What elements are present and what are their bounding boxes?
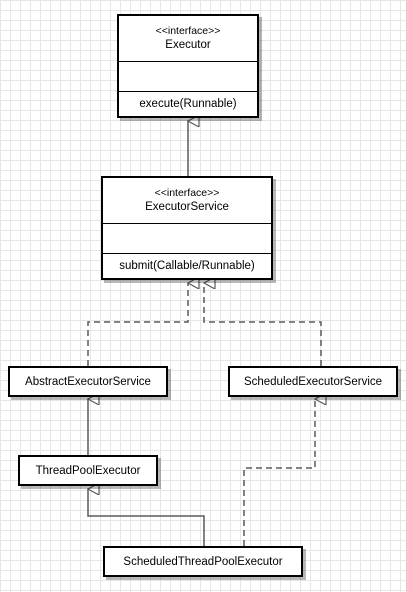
scheduledthreadpoolexecutor-name: ScheduledThreadPoolExecutor — [123, 555, 283, 568]
scheduledthreadpoolexecutor-box: ScheduledThreadPoolExecutor — [103, 546, 303, 577]
edge-abstract-to-executorservice — [87, 283, 188, 366]
executorservice-name: ExecutorService — [145, 201, 229, 213]
executor-interface-box: <<interface>> Executor execute(Runnable) — [117, 14, 259, 118]
executorservice-header: <<interface>> ExecutorService — [103, 178, 271, 224]
executor-attributes — [119, 62, 257, 92]
executor-method: execute(Runnable) — [139, 98, 237, 110]
scheduledexecutorservice-name: ScheduledExecutorService — [243, 375, 383, 388]
executor-name: Executor — [165, 39, 211, 51]
executor-header: <<interface>> Executor — [119, 16, 257, 62]
edge-scheduled-to-executorservice — [204, 283, 322, 366]
executor-stereotype: <<interface>> — [155, 25, 221, 37]
threadpoolexecutor-name: ThreadPoolExecutor — [35, 464, 141, 477]
executorservice-interface-box: <<interface>> ExecutorService submit(Cal… — [101, 176, 273, 280]
scheduledexecutorservice-box: ScheduledExecutorService — [228, 366, 398, 397]
edge-scheduledthreadpool-to-scheduled — [243, 399, 315, 546]
executorservice-attributes — [103, 224, 271, 254]
edge-scheduledthreadpool-to-threadpool — [88, 489, 205, 546]
abstractexecutorservice-name: AbstractExecutorService — [25, 375, 151, 388]
threadpoolexecutor-box: ThreadPoolExecutor — [18, 455, 158, 486]
executorservice-stereotype: <<interface>> — [154, 187, 220, 199]
executorservice-method: submit(Callable/Runnable) — [119, 260, 255, 272]
abstractexecutorservice-box: AbstractExecutorService — [8, 366, 168, 397]
